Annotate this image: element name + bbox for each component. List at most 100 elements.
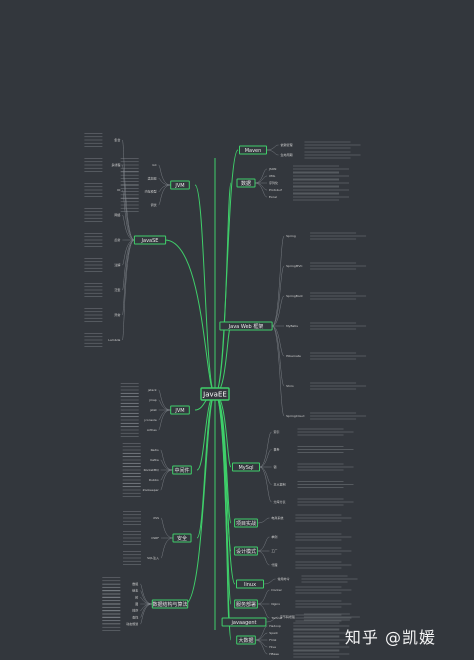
left-sub-item: IO: [117, 188, 121, 192]
left-sub-item: XSS: [153, 516, 159, 520]
right-sub-item: 字节码增强: [280, 614, 295, 619]
left-sub-item: Redis: [151, 448, 160, 452]
zhihu-watermark: 知乎 @凯媛: [344, 628, 436, 647]
left-sub-item: 图: [135, 602, 138, 606]
left-twig: [160, 517, 174, 539]
left-sub-item: Lambda: [108, 338, 120, 342]
right-sub-item: Protobuf: [269, 188, 283, 192]
left-sub-item: 内存模型: [145, 189, 157, 194]
right-sub-item: JSON: [268, 167, 276, 171]
left-twig: [122, 239, 135, 341]
right-twig: [266, 144, 279, 151]
right-sub-item: 电商系统: [271, 515, 283, 520]
right-sub-item: 序列化: [269, 180, 278, 185]
left-sub-item: Kafka: [150, 458, 158, 462]
left-twig: [158, 409, 171, 421]
central-topic: JavaEE: [200, 387, 230, 401]
right-twig: [271, 325, 285, 417]
left-twig: [158, 389, 171, 411]
right-twig: [257, 536, 270, 552]
left-sub-item: 多线程: [111, 162, 120, 167]
left-sub-item: jstat: [149, 408, 157, 412]
left-sub-item: 集合: [114, 137, 120, 142]
right-sub-item: SpringCloud: [286, 414, 304, 418]
left-sub-item: 注解: [114, 262, 120, 267]
right-sub-item: 依赖管理: [281, 142, 293, 147]
right-sub-item: Excel: [269, 195, 277, 199]
right-branch-node: 设计模式: [234, 546, 258, 556]
left-twig: [158, 409, 171, 431]
left-sub-item: Zookeeper: [143, 488, 160, 492]
right-branch-node: 项目实战: [234, 518, 258, 528]
right-sub-item: 索引: [274, 429, 280, 434]
left-sub-item: 类加载: [148, 175, 157, 180]
right-branch-node: Maven: [239, 145, 267, 155]
left-twig: [122, 239, 135, 316]
right-branch-node: javaagent: [221, 617, 267, 627]
right-sub-item: SpringBoot: [286, 294, 303, 298]
left-branch-node: JavaSE: [133, 235, 167, 245]
right-sub-item: 工厂: [271, 549, 277, 553]
left-sub-item: GC: [152, 163, 156, 167]
right-branch-node-label: 服务部署: [236, 601, 256, 608]
mind-map-twigs: [84, 133, 367, 658]
left-branch-node: JVM: [170, 405, 190, 415]
right-twig: [257, 550, 270, 566]
right-branch-node: linux: [236, 579, 264, 589]
left-twig: [140, 583, 153, 605]
left-twig: [122, 164, 135, 241]
right-twig: [254, 182, 268, 198]
left-branch-node-label: JavaSE: [141, 238, 159, 244]
left-sub-item: 数组: [132, 581, 138, 586]
right-sub-item: 事务: [274, 447, 280, 452]
left-branch-edge: [194, 184, 216, 395]
left-twig: [140, 603, 153, 618]
right-branch-node-label: 大数据: [238, 637, 253, 644]
right-sub-item: 主从复制: [274, 482, 286, 487]
right-branch-node: Java Web 框架: [219, 321, 273, 331]
right-sub-item: HBase: [269, 652, 279, 656]
right-twig: [257, 603, 270, 619]
right-twig: [255, 639, 268, 655]
left-twig: [160, 537, 174, 559]
left-sub-item: CSRF: [151, 536, 159, 540]
left-twig: [122, 189, 135, 241]
left-sub-item: 链表: [132, 588, 138, 593]
left-sub-item: jmap: [148, 398, 157, 402]
left-sub-item: 异常: [114, 312, 120, 317]
right-twig: [259, 449, 272, 468]
left-branch-node-label: 中间件: [174, 467, 189, 474]
left-sub-item: 泛型: [114, 287, 120, 292]
right-twig: [271, 265, 285, 327]
left-sub-item: 调优: [151, 202, 157, 207]
left-branch-node: 数据结构与算法: [151, 599, 189, 609]
right-twig: [254, 175, 268, 184]
right-branch-node-label: javaagent: [231, 620, 257, 626]
left-twig: [158, 399, 171, 411]
right-sub-item: Nginx: [271, 602, 280, 606]
left-twig: [160, 449, 173, 471]
right-twig: [257, 517, 270, 524]
left-sub-item: RocketMQ: [144, 468, 160, 472]
left-sub-item: 排序: [132, 608, 138, 613]
left-twig: [140, 603, 153, 625]
right-twig: [255, 639, 268, 648]
right-branch-node-label: 项目实战: [236, 520, 256, 527]
left-branch-node: JVM: [170, 180, 190, 190]
right-twig: [271, 235, 285, 327]
right-twig: [257, 589, 270, 605]
left-sub-item: 查找: [132, 614, 138, 619]
right-sub-item: 代理: [271, 562, 277, 567]
left-sub-item: jstack: [147, 388, 157, 392]
left-branch-node-label: JVM: [174, 183, 184, 189]
left-twig: [160, 459, 173, 471]
right-twig: [265, 616, 278, 623]
left-twig: [160, 469, 173, 491]
left-sub-item: 网络: [114, 212, 120, 217]
right-sub-item: Hadoop: [269, 624, 281, 628]
right-twig: [254, 182, 268, 191]
right-sub-item: Shiro: [286, 384, 294, 388]
left-branch-node: 中间件: [172, 465, 192, 475]
right-sub-item: Hibernate: [286, 354, 301, 358]
right-sub-item: Flink: [269, 638, 276, 642]
